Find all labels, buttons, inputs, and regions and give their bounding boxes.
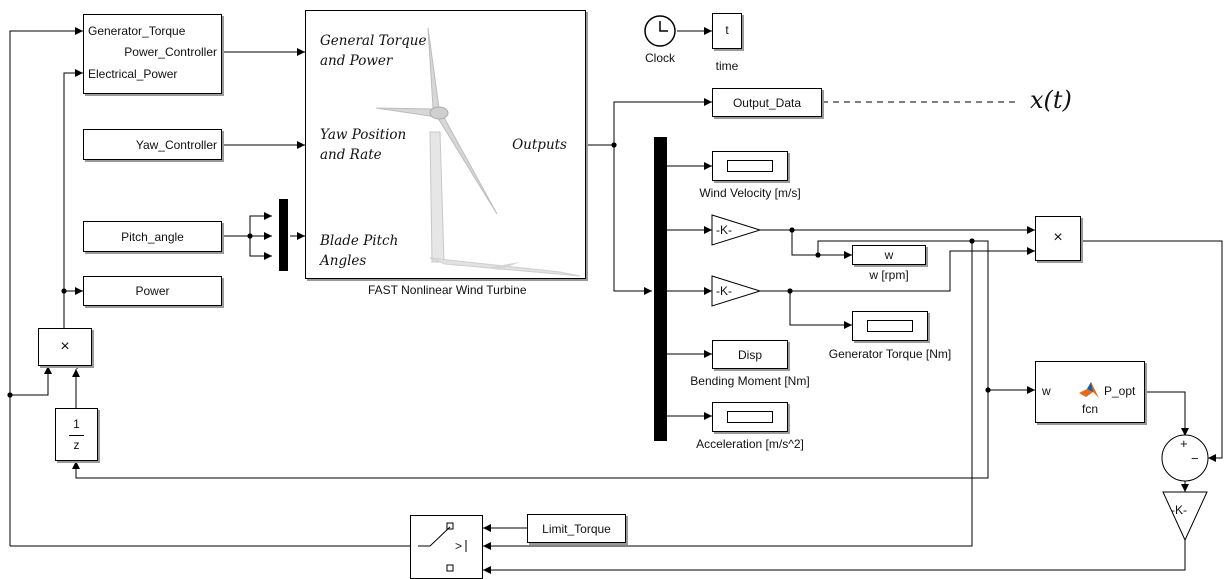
fast-wind-turbine-block[interactable]: General Torque and Power Yaw Position an… (305, 10, 586, 279)
gain-3-label[interactable]: -K- (1171, 503, 1187, 517)
pitch-angle-label: Pitch_angle (121, 230, 184, 244)
gain-2-label[interactable]: -K- (716, 284, 732, 298)
junction-dots (7, 142, 991, 398)
gain-triangles (711, 214, 1208, 542)
yaw-position-port: Yaw Position and Rate (320, 127, 407, 163)
power-controller-port: Power_Controller (124, 45, 217, 59)
limit-torque-label: Limit_Torque (542, 522, 611, 536)
matlab-fcn-block[interactable]: w P_opt fcn (1035, 361, 1145, 423)
product-block-left[interactable]: × (38, 328, 92, 366)
bending-moment-caption: Bending Moment [Nm] (690, 374, 810, 388)
pitch-angle-block[interactable]: Pitch_angle (83, 221, 222, 252)
fcn-output-port: P_opt (1104, 384, 1136, 398)
wind-velocity-display[interactable] (712, 151, 788, 181)
w-display-label: w (884, 248, 894, 262)
outputs-port: Outputs (512, 137, 567, 153)
limit-torque-block[interactable]: Limit_Torque (527, 514, 626, 543)
output-data-block[interactable]: Output_Data (712, 88, 822, 117)
acceleration-display[interactable] (712, 402, 788, 432)
w-rpm-caption: w [rpm] (869, 268, 909, 282)
mux-bars (279, 137, 667, 441)
clock-caption: Clock (644, 51, 675, 65)
wind-velocity-readout (727, 160, 773, 172)
time-label: t (725, 23, 729, 37)
generator-torque-readout (867, 320, 913, 332)
wind-turbine-illustration (375, 27, 581, 277)
delay-denominator: z (73, 438, 80, 452)
time-caption: time (715, 59, 739, 73)
electrical-power-port: Electrical_Power (88, 67, 178, 81)
fcn-input-port: w (1042, 384, 1051, 398)
signal-lines (9, 27, 1223, 574)
acceleration-caption: Acceleration [m/s^2] (696, 437, 804, 451)
generator-torque-display[interactable] (852, 311, 928, 341)
yaw-controller-block[interactable]: Yaw_Controller (83, 129, 222, 160)
product-block-main[interactable]: × (1035, 216, 1081, 261)
matlab-icon (1079, 382, 1099, 398)
generator-torque-caption: Generator Torque [Nm] (828, 347, 952, 361)
acceleration-readout (727, 411, 773, 423)
sum-circle (1161, 434, 1209, 482)
w-display-block[interactable]: w (852, 245, 926, 265)
delay-fraction-line (69, 435, 84, 436)
clock-icon (644, 15, 676, 47)
output-data-label: Output_Data (732, 96, 802, 110)
fcn-caption: fcn (1081, 402, 1098, 416)
switch-glyphs (418, 522, 467, 572)
xt-annotation: x(t) (1030, 86, 1072, 114)
unit-delay-block[interactable]: 1 z (55, 408, 98, 461)
generator-torque-port: Generator_Torque (88, 24, 186, 38)
switch-threshold-symbol: > (455, 539, 463, 553)
power-label: Power (135, 284, 170, 298)
product-main-symbol: × (1053, 229, 1063, 246)
switch-block[interactable]: > (410, 515, 483, 579)
blade-pitch-port: Blade Pitch Angles (320, 233, 399, 269)
delay-numerator: 1 (73, 417, 80, 431)
gain-1-label[interactable]: -K- (716, 223, 732, 237)
sum-plus-sign: + (1180, 436, 1188, 451)
time-block[interactable]: t (712, 13, 742, 49)
fast-caption: FAST Nonlinear Wind Turbine (368, 283, 527, 297)
power-block[interactable]: Power (83, 276, 222, 306)
disp-block[interactable]: Disp (712, 340, 788, 369)
wind-velocity-caption: Wind Velocity [m/s] (699, 186, 801, 200)
general-torque-port: General Torque and Power (320, 33, 427, 69)
sum-minus-sign: − (1191, 451, 1199, 466)
product-left-symbol: × (60, 338, 70, 355)
disp-label: Disp (737, 348, 762, 362)
generator-subsystem[interactable]: Generator_Torque Power_Controller Electr… (83, 14, 222, 94)
yaw-controller-label: Yaw_Controller (135, 138, 217, 152)
